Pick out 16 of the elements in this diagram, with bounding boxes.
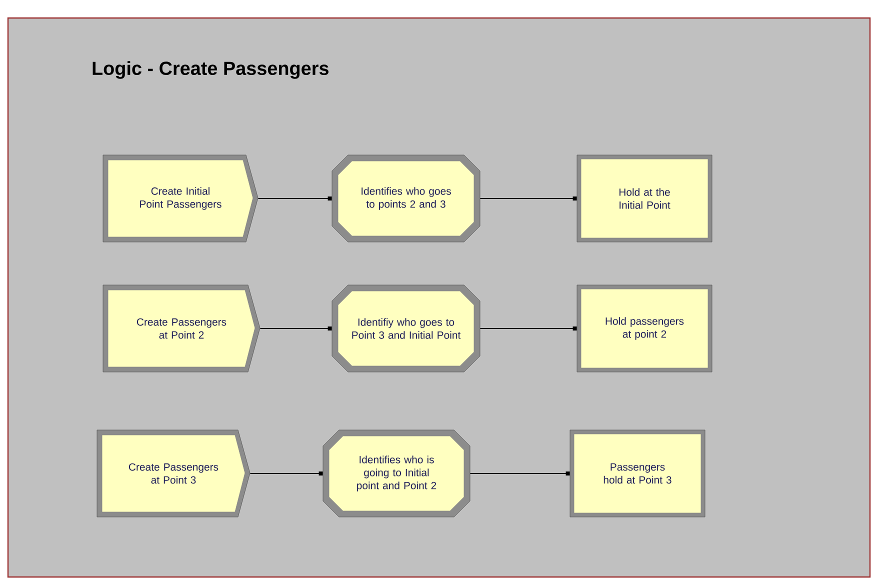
title: Logic - Create Passengers [92,61,328,79]
connector [470,472,570,476]
connector [250,472,323,476]
decide-block: Identifies who is going to Initial point and Point 2 [322,430,470,518]
connector [258,196,332,200]
hold-block: Passengers hold at Point 3 [570,430,706,518]
connector [260,326,332,330]
connector [480,326,577,330]
decide-block: Identifiy who goes to Point 3 and Initial Point [332,284,480,372]
create-block: Create Passengers at Point 2 [102,284,260,372]
hold-block: Hold at the Initial Point [576,154,712,242]
create-block: Create Initial Point Passengers [102,154,258,242]
decide-block: Identifies who goes to points 2 and 3 [332,154,480,242]
hold-block: Hold passengers at point 2 [576,284,712,372]
connector [480,196,577,200]
create-block: Create Passengers at Point 3 [96,430,250,518]
